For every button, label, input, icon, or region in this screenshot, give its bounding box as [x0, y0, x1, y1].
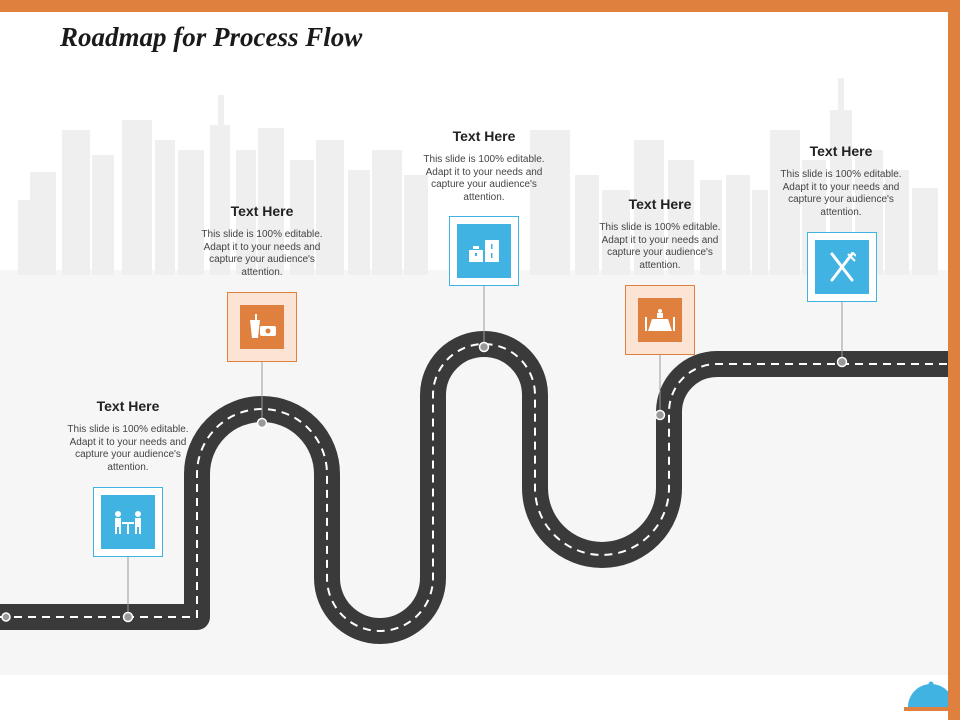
- step-5-icon-box: [807, 232, 877, 302]
- step-3-icon-box: [449, 216, 519, 286]
- dining-table-icon: [638, 298, 682, 342]
- step-2-description: This slide is 100% editable. Adapt it to…: [201, 229, 323, 278]
- drink-and-ticket-icon: [240, 305, 284, 349]
- milestone-dot-2: [256, 417, 268, 429]
- dining-table-people-icon: [101, 495, 155, 549]
- milestone-dots: [1, 341, 848, 623]
- step-4-title: Text Here: [628, 196, 692, 212]
- road-center-line: [0, 343, 960, 632]
- step-3-title: Text Here: [452, 128, 516, 144]
- milestone-dot-5: [836, 356, 848, 368]
- cloche-icon: [904, 681, 958, 711]
- fork-and-knife-icon: [815, 240, 869, 294]
- step-4-icon-box: [625, 285, 695, 355]
- step-3-description: This slide is 100% editable. Adapt it to…: [423, 154, 545, 203]
- step-5-description: This slide is 100% editable. Adapt it to…: [780, 169, 902, 218]
- kitchen-counter-icon: [457, 224, 511, 278]
- right-accent-bar: [948, 0, 960, 720]
- top-accent-bar: [0, 0, 960, 12]
- milestone-dot-4: [654, 409, 666, 421]
- connector-lines: [127, 285, 843, 617]
- step-1-description: This slide is 100% editable. Adapt it to…: [67, 424, 189, 473]
- step-4-description: This slide is 100% editable. Adapt it to…: [599, 222, 721, 271]
- step-2-title: Text Here: [230, 203, 294, 219]
- milestone-dot-3: [478, 341, 490, 353]
- step-1-title: Text Here: [96, 398, 160, 414]
- step-2-icon-box: [227, 292, 297, 362]
- start-dot: [1, 612, 11, 622]
- step-1-icon-box: [93, 487, 163, 557]
- slide-title: Roadmap for Process Flow: [60, 22, 363, 52]
- step-5-title: Text Here: [809, 143, 873, 159]
- milestone-dot-1: [122, 611, 134, 623]
